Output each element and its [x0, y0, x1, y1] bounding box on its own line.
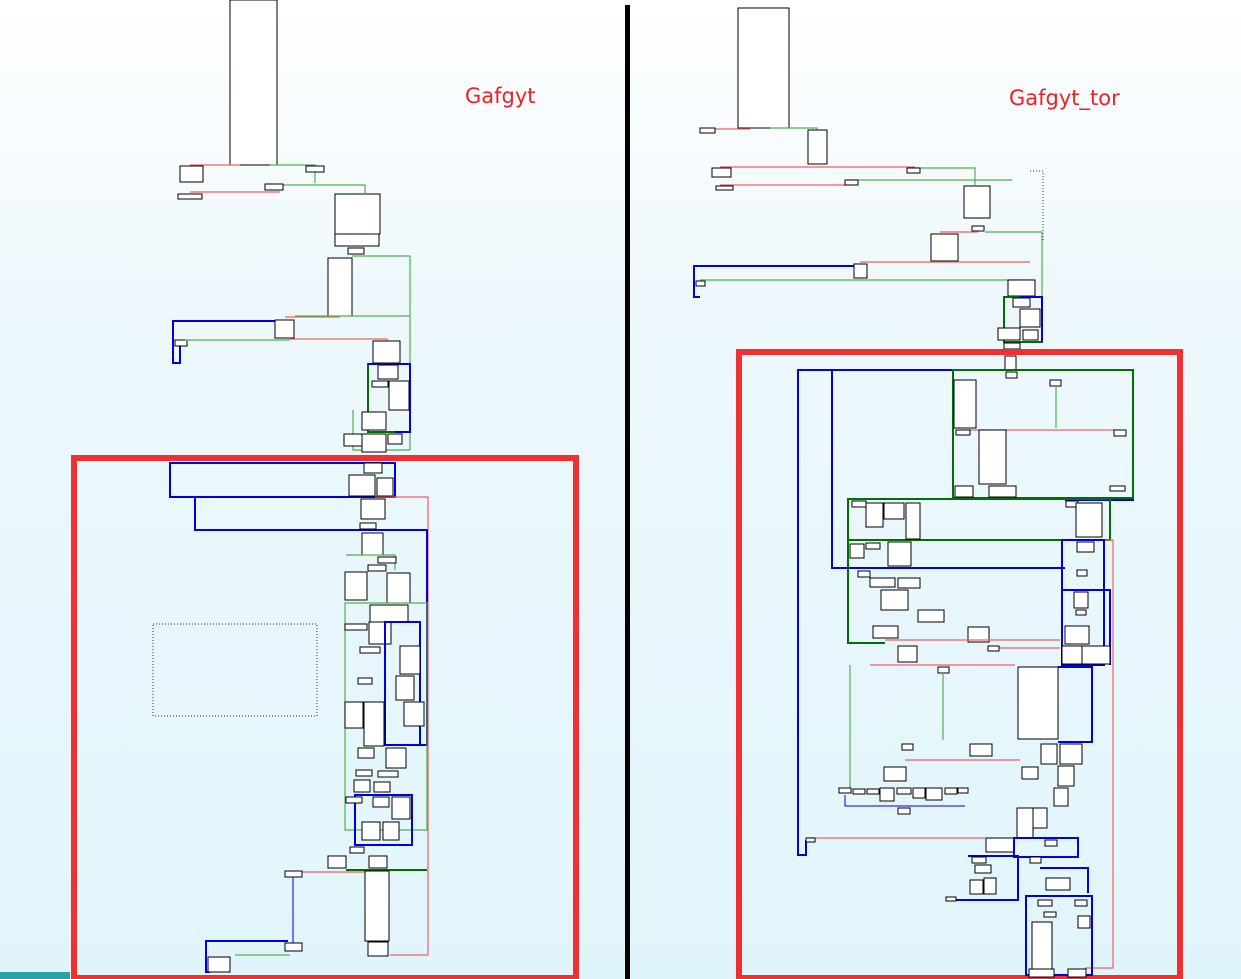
gafgyt-tor-graph [693, 7, 1183, 979]
scrollbar[interactable] [0, 972, 70, 979]
panel-title-gafgyt-tor: Gafgyt_tor [1009, 86, 1120, 110]
gafgyt-graph [71, 0, 579, 979]
panel-divider [625, 5, 630, 979]
panel-title-gafgyt: Gafgyt [465, 84, 536, 108]
highlight-box-gafgyt-tor [736, 349, 1183, 979]
highlight-box-gafgyt [71, 455, 579, 979]
overview-viewport [152, 623, 318, 717]
